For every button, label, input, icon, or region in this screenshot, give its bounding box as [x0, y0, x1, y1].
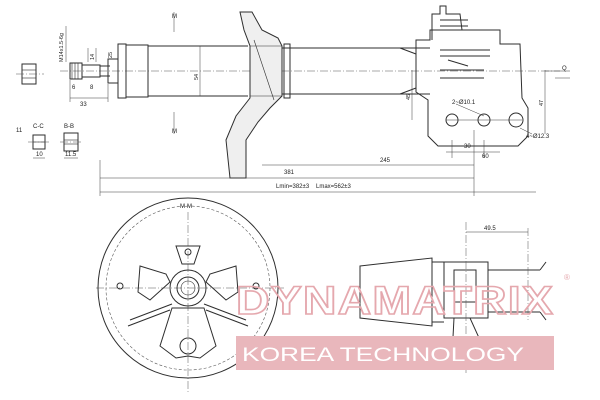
dim-30: 30 — [464, 144, 471, 150]
holes-4: 4~Ø12.3 — [526, 134, 550, 140]
strut-side-view: M M M14x1.5-6g 14 25 54 45 47 33 8 6 381… — [59, 5, 570, 196]
dim-8: 8 — [90, 85, 94, 91]
dim-49-5: 49.5 — [484, 226, 496, 232]
dim-11: 11 — [16, 128, 23, 134]
dim-381: 381 — [284, 170, 295, 176]
length-min: Lmin=382±3 — [276, 184, 310, 190]
registered-mark: ® — [564, 273, 570, 282]
dim-6: 6 — [72, 85, 76, 91]
section-cc: C-C — [33, 124, 44, 130]
hex-nut-detail — [16, 63, 44, 85]
thread-spec: M14x1.5-6g — [59, 33, 65, 62]
watermark: DYNAMATRIX ® KOREA TECHNOLOGY — [235, 273, 570, 370]
mark-q: Q — [562, 66, 567, 72]
dim-11-5: 11.5 — [65, 152, 77, 158]
dim-47: 47 — [539, 100, 545, 106]
dim-10: 10 — [36, 152, 43, 158]
spring-seat — [225, 11, 283, 179]
mount-front-view: M-M — [96, 197, 284, 392]
lower-tube — [282, 43, 430, 99]
knuckle-bracket — [415, 5, 529, 147]
watermark-tagline: KOREA TECHNOLOGY — [242, 345, 524, 366]
upper-tube — [117, 43, 248, 99]
side-view-dimensions — [65, 12, 570, 196]
dim-33: 33 — [80, 102, 87, 108]
section-mark-top: M — [172, 14, 177, 20]
section-bb: B-B — [64, 124, 74, 130]
section-details: 11 C-C B-B 10 11.5 — [16, 124, 82, 159]
dim-45: 45 — [406, 94, 412, 100]
watermark-band — [236, 336, 554, 370]
dim-245: 245 — [380, 158, 391, 164]
dim-54: 54 — [194, 74, 200, 80]
dim-14: 14 — [90, 54, 96, 60]
dim-25: 25 — [108, 52, 114, 58]
holes-2: 2~Ø10.1 — [452, 100, 476, 106]
dim-60: 60 — [482, 154, 489, 160]
watermark-brand: DYNAMATRIX — [236, 279, 554, 323]
rod-end — [69, 58, 119, 84]
section-mark-bottom: M — [172, 129, 177, 135]
section-view-label: M-M — [180, 204, 192, 210]
length-max: Lmax=562±3 — [316, 184, 351, 190]
